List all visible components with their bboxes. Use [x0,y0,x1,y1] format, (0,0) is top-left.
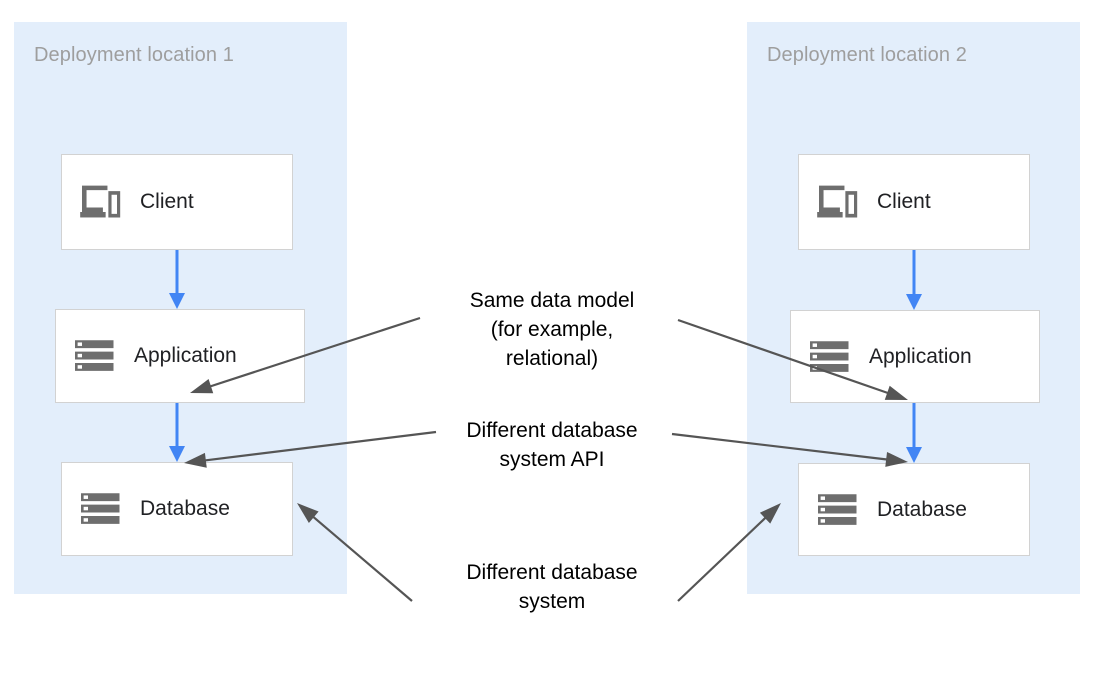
node-application-2[interactable]: Application [790,310,1040,403]
node-database-1[interactable]: Database [61,462,293,556]
node-database-2[interactable]: Database [798,463,1030,556]
node-label-application-1: Application [134,344,237,367]
server-stack-icon [818,493,857,525]
client-devices-icon [80,180,124,224]
client-devices-icon [817,180,861,224]
server-stack-icon [81,493,120,524]
node-label-database-2: Database [877,497,967,521]
node-label-client-1: Client [140,190,194,213]
node-label-application-2: Application [869,344,972,368]
node-client-1[interactable]: Client [61,154,293,250]
server-stack-icon [817,488,861,532]
node-label-database-1: Database [140,497,230,520]
panel-title-deployment-location-1: Deployment location 1 [34,44,234,66]
server-stack-icon [75,340,114,371]
panel-title-deployment-location-2: Deployment location 2 [767,44,967,66]
callout-different-database-system-api: Different database system API [466,419,638,471]
server-stack-icon [809,335,853,379]
node-label-client-2: Client [877,190,931,213]
server-stack-icon [80,487,124,531]
server-stack-icon [74,334,118,378]
server-stack-icon [810,340,849,372]
client-devices-icon [80,185,121,218]
callout-same-data-model: Same data model (for example, relational… [469,289,635,370]
client-devices-icon [817,185,858,218]
node-client-2[interactable]: Client [798,154,1030,250]
callout-different-database-system: Different database system [466,561,638,613]
node-application-1[interactable]: Application [55,309,305,403]
